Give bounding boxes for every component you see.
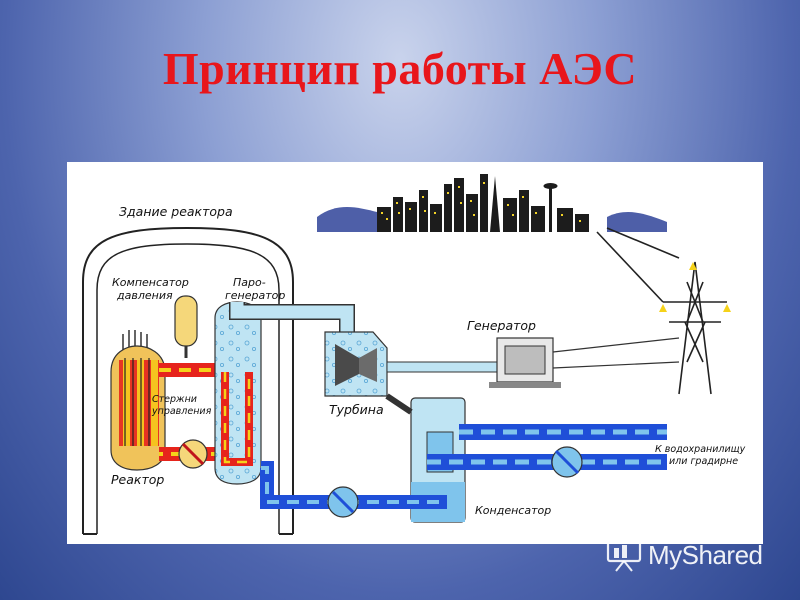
watermark-text: MyShared	[648, 539, 763, 570]
label-cooling-1: К водохранилищу	[655, 444, 746, 455]
watermark: MyShared	[606, 538, 763, 572]
label-turbine: Турбина	[329, 402, 384, 417]
reactor-building	[82, 226, 294, 535]
label-pressurizer-2: давления	[116, 289, 173, 302]
label-cooling-2: или градирне	[669, 456, 738, 467]
primary-pump	[178, 439, 208, 469]
label-generator: Генератор	[467, 318, 536, 333]
steam-generator	[214, 301, 262, 485]
presentation-board-icon	[606, 539, 642, 572]
slide-title: Принцип работы АЭС	[162, 43, 638, 94]
label-steam-generator-2: генератор	[225, 289, 285, 302]
label-condenser: Конденсатор	[475, 504, 551, 517]
label-control-rods-2: управления	[151, 406, 212, 417]
city-skyline	[317, 174, 667, 232]
label-control-rods-1: Стержни	[152, 394, 197, 405]
label-steam-generator-1: Паро-	[233, 276, 266, 289]
turbine	[324, 331, 498, 397]
feedwater-pump	[327, 486, 359, 518]
generator	[489, 337, 680, 388]
label-reactor-building: Здание реактора	[119, 204, 233, 219]
steam-pipe	[229, 302, 355, 332]
cooling-pump	[551, 446, 583, 478]
npp-diagram: Здание реактора Компенсатор давления Пар…	[67, 162, 763, 544]
label-reactor: Реактор	[111, 472, 164, 487]
label-pressurizer-1: Компенсатор	[112, 276, 189, 289]
pressurizer	[174, 295, 198, 358]
transmission-tower	[596, 227, 731, 395]
